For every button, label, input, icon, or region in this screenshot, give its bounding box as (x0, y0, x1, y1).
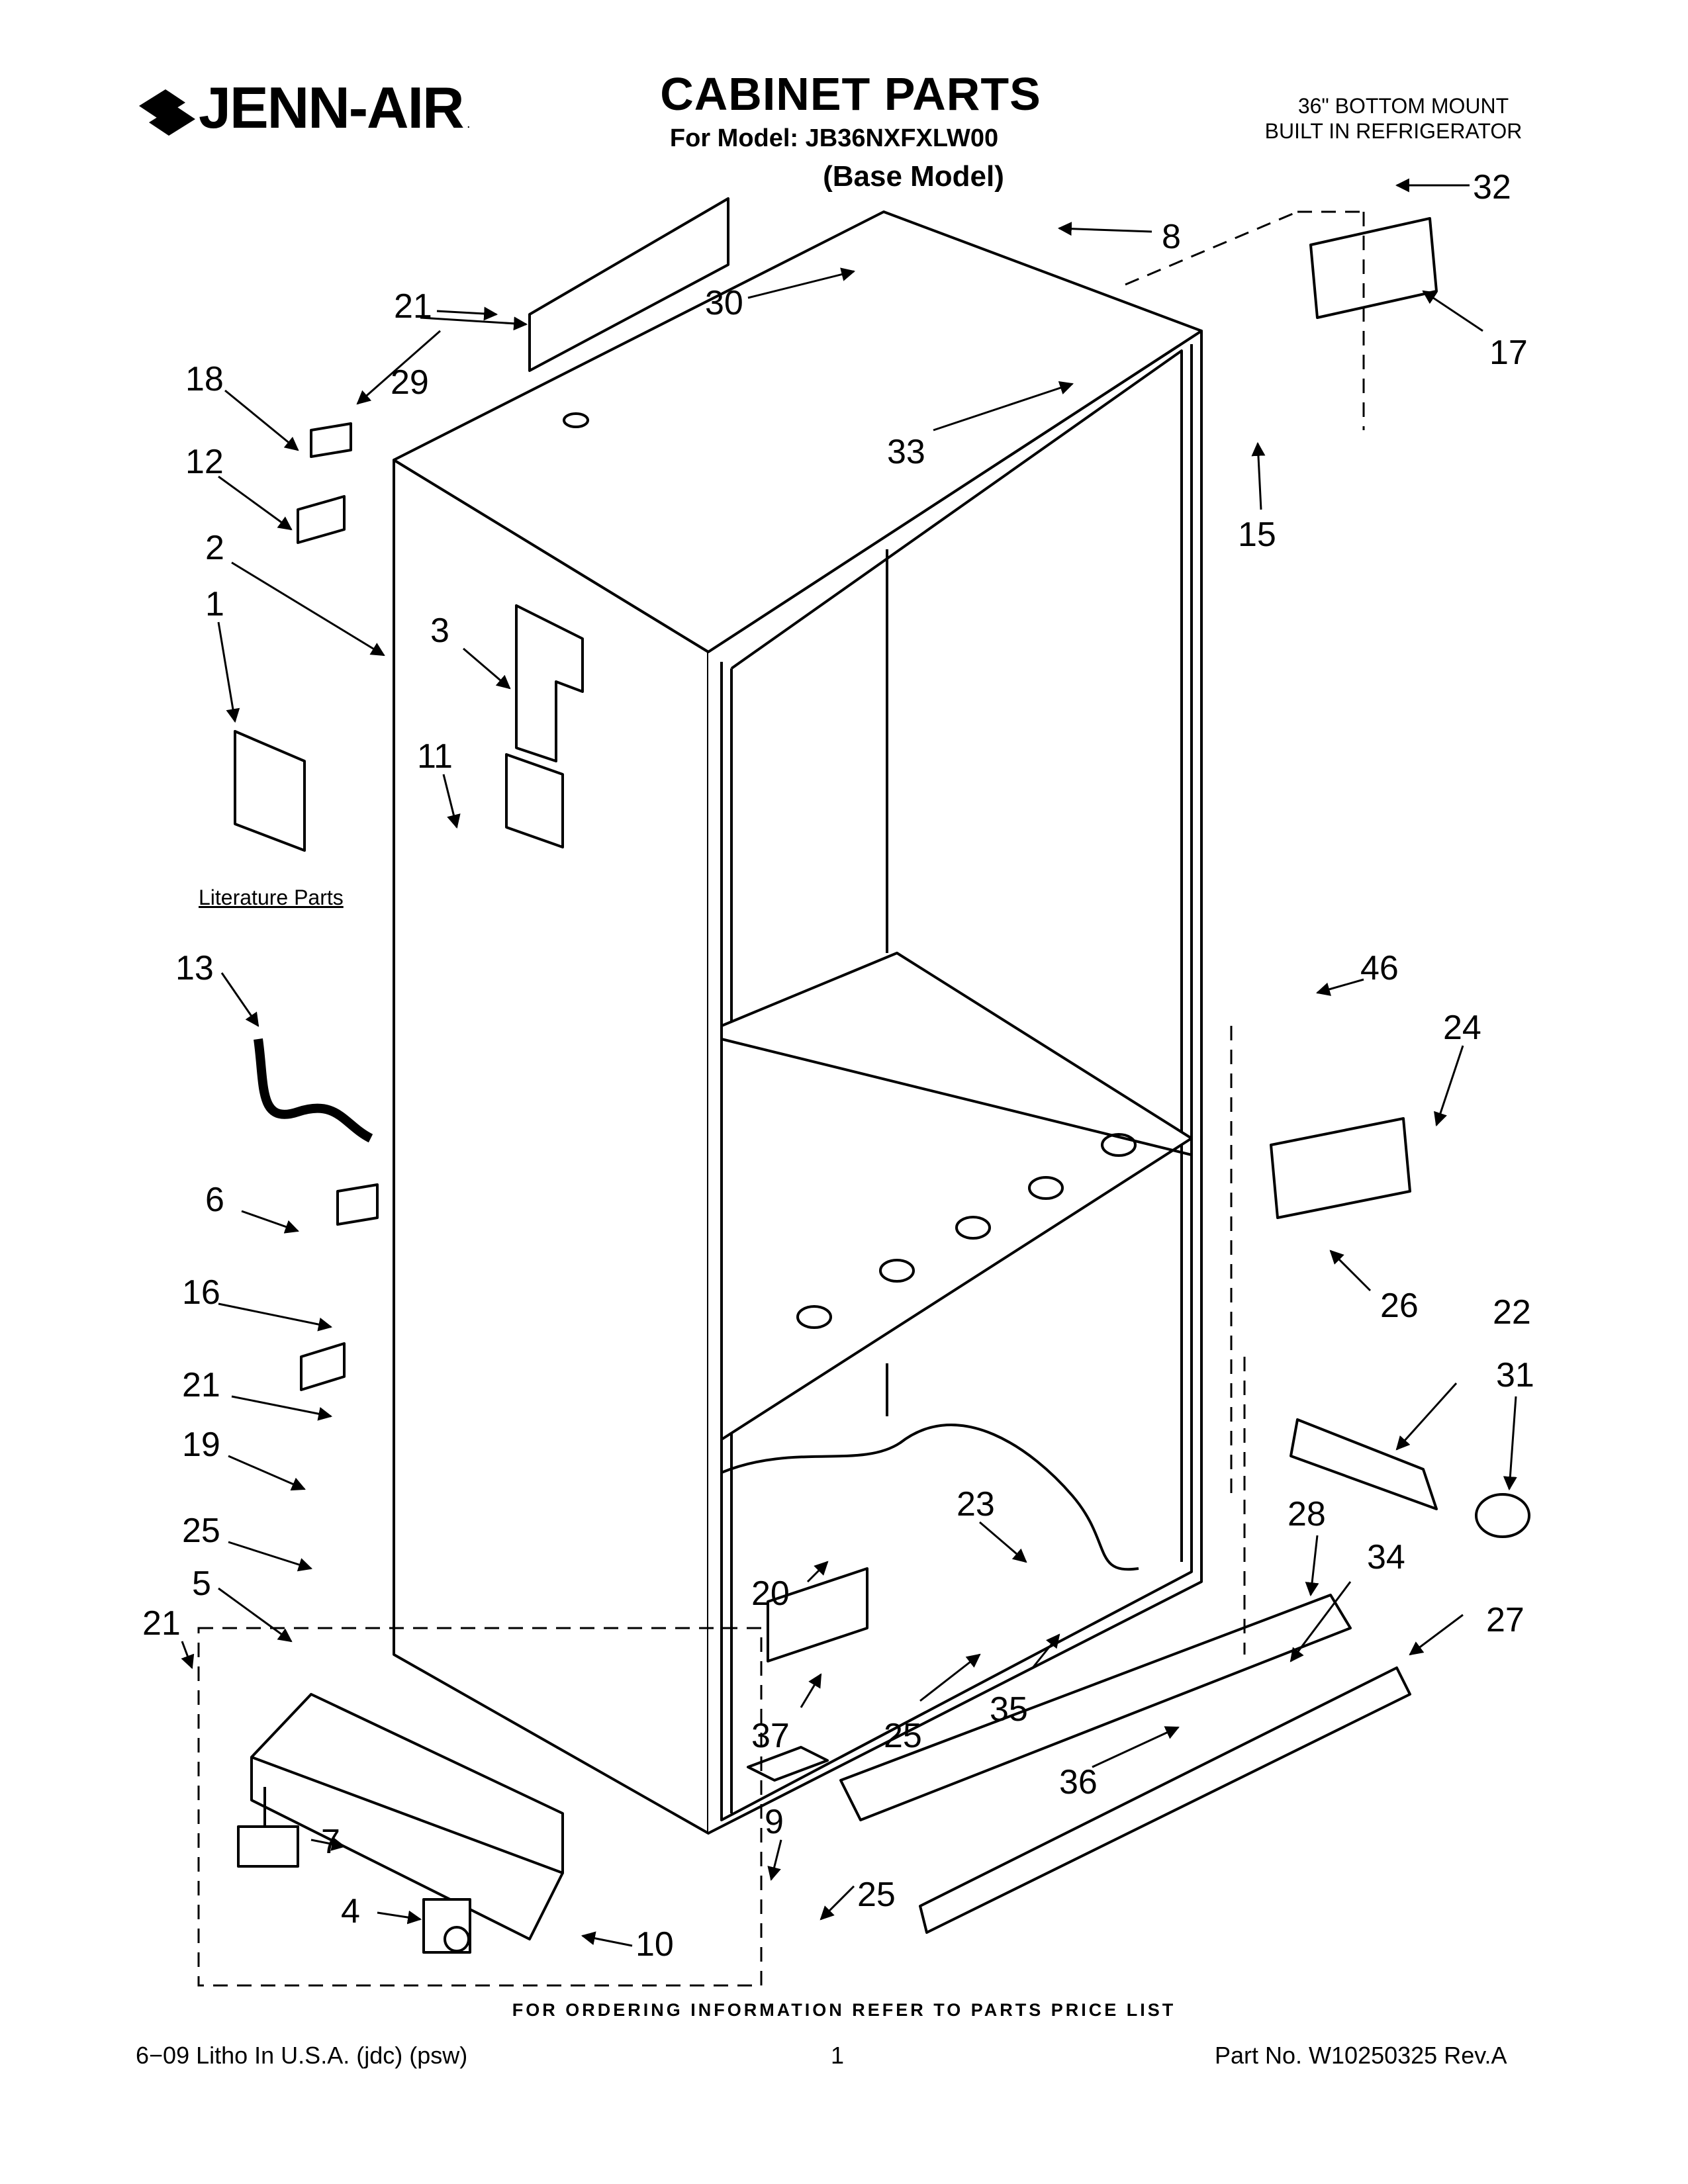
dashed-guides (197, 210, 1365, 1987)
callout-29: 29 (391, 363, 429, 402)
callout-6: 6 (205, 1181, 224, 1219)
base-model-label: (Base Model) (823, 160, 1004, 193)
callout-34: 34 (1367, 1538, 1405, 1576)
callout-32: 32 (1473, 168, 1511, 206)
product-type-line-2: BUILT IN REFRIGERATOR (1264, 119, 1523, 143)
callout-5: 5 (192, 1565, 211, 1603)
callout-13: 13 (175, 949, 214, 987)
callout-2: 2 (205, 529, 224, 567)
callout-25-center: 25 (884, 1717, 922, 1755)
svg-text:.: . (467, 116, 471, 131)
page-number: 1 (831, 2042, 845, 2069)
ordering-note: FOR ORDERING INFORMATION REFER TO PARTS … (512, 2000, 1176, 2020)
part-number: Part No. W10250325 Rev.A (1215, 2042, 1507, 2069)
callout-11: 11 (417, 737, 453, 776)
callout-23: 23 (957, 1485, 995, 1524)
leader-lines (181, 178, 1517, 1947)
callout-9: 9 (765, 1803, 784, 1841)
cabinet (234, 197, 1530, 1954)
svg-text:JENN-AIR: JENN-AIR (199, 75, 463, 139)
callout-22: 22 (1493, 1293, 1531, 1332)
callout-27: 27 (1486, 1601, 1524, 1639)
callout-25-left: 25 (182, 1512, 220, 1550)
callout-12: 12 (185, 443, 224, 481)
callout-30: 30 (705, 284, 743, 322)
page-title: CABINET PARTS (660, 68, 1041, 120)
callout-21-bottom: 21 (142, 1604, 181, 1643)
callout-10: 10 (635, 1925, 674, 1964)
jenn-air-logo: JENN-AIR . (136, 69, 480, 140)
callout-37: 37 (751, 1717, 790, 1755)
callout-31: 31 (1496, 1356, 1534, 1394)
callout-25-bottom: 25 (857, 1876, 896, 1914)
callout-35: 35 (990, 1690, 1028, 1729)
callout-4: 4 (341, 1892, 360, 1931)
callout-16: 16 (182, 1273, 220, 1312)
callout-24: 24 (1443, 1009, 1481, 1047)
callout-17: 17 (1489, 334, 1528, 372)
callout-36: 36 (1059, 1763, 1098, 1801)
callout-19: 19 (182, 1426, 220, 1464)
print-info: 6−09 Litho In U.S.A. (jdc) (psw) (136, 2042, 468, 2069)
callout-8: 8 (1162, 218, 1181, 256)
callout-7: 7 (321, 1823, 340, 1861)
callout-20: 20 (751, 1574, 790, 1613)
callout-1: 1 (205, 585, 224, 623)
callout-15: 15 (1238, 516, 1276, 554)
callout-18: 18 (185, 360, 224, 398)
callout-21-top: 21 (394, 287, 432, 326)
callout-21-mid: 21 (182, 1366, 220, 1404)
callout-3: 3 (430, 612, 449, 650)
callout-26: 26 (1380, 1287, 1419, 1325)
literature-parts-label: Literature Parts (199, 886, 344, 909)
callout-33: 33 (887, 433, 925, 471)
callout-28: 28 (1288, 1495, 1326, 1533)
product-type-line-1: 36" BOTTOM MOUNT (1297, 94, 1509, 118)
model-line: For Model: JB36NXFXLW00 (669, 124, 999, 152)
callout-46: 46 (1360, 949, 1399, 987)
